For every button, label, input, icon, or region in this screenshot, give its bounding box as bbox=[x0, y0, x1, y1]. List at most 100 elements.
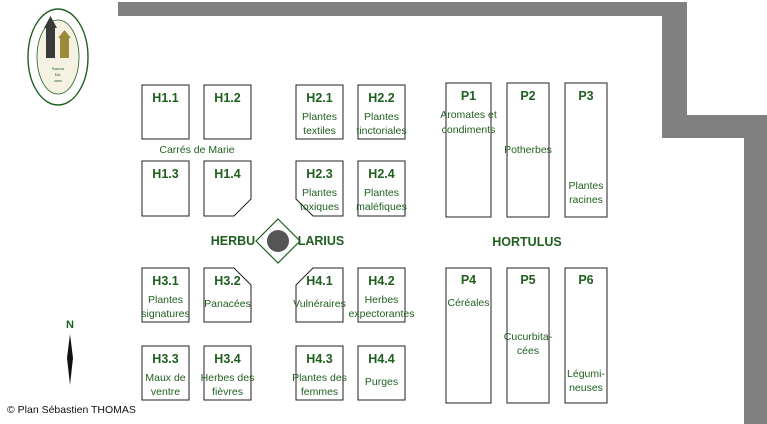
bed-label-line: Herbes bbox=[365, 294, 399, 306]
bed-label-line: Plantes bbox=[364, 187, 399, 199]
bed-outline bbox=[506, 267, 550, 404]
bed-label-line: Purges bbox=[365, 376, 398, 388]
abbey-emblem: Sanctus Ioh. anno bbox=[27, 8, 89, 106]
bed-code: H1.2 bbox=[214, 91, 240, 105]
emblem-inner-line-3: anno bbox=[54, 78, 62, 83]
bed-code: H2.4 bbox=[368, 167, 394, 181]
bed-label-line: maléfiques bbox=[356, 201, 407, 213]
bed-outline bbox=[203, 160, 252, 217]
bed-code: H1.3 bbox=[152, 167, 178, 181]
bed-label-line: Potherbes bbox=[504, 144, 552, 156]
bed-outline bbox=[141, 267, 190, 323]
bed-h1-2: H1.2 bbox=[203, 84, 252, 140]
bed-code: P6 bbox=[578, 273, 593, 287]
north-label: N bbox=[66, 319, 74, 331]
bed-label-line: ventre bbox=[151, 386, 180, 398]
bed-code: H4.3 bbox=[306, 352, 332, 366]
bed-outline bbox=[141, 84, 190, 140]
bed-outline bbox=[445, 267, 492, 404]
bed-label-line: signatures bbox=[141, 308, 189, 320]
bed-h1-3: H1.3 bbox=[141, 160, 190, 217]
bed-code: H2.2 bbox=[368, 91, 394, 105]
north-arrow-icon bbox=[67, 334, 73, 385]
north-arrow: N bbox=[66, 319, 74, 385]
bed-label-line: tinctoriales bbox=[356, 125, 406, 137]
bed-label-line: neuses bbox=[569, 382, 603, 394]
bed-label-line: Aromates et bbox=[440, 109, 497, 121]
wall-notch bbox=[687, 2, 767, 115]
bed-label-line: Plantes bbox=[302, 111, 337, 123]
bed-outline bbox=[203, 345, 252, 401]
herbularius-label-right: LARIUS bbox=[298, 234, 345, 248]
bed-label-line: Maux de bbox=[145, 372, 185, 384]
bed-label-line: Vulnéraires bbox=[293, 298, 346, 310]
fountain-basin bbox=[267, 230, 289, 252]
bed-code: H2.3 bbox=[306, 167, 332, 181]
bed-label-line: Cucurbita- bbox=[504, 331, 553, 343]
bed-label-line: Céréales bbox=[447, 297, 489, 309]
bed-label-line: femmes bbox=[301, 386, 338, 398]
bed-code: H3.1 bbox=[152, 274, 178, 288]
bed-label-line: Plantes bbox=[302, 187, 337, 199]
bed-code: H3.2 bbox=[214, 274, 240, 288]
emblem-inner-line-2: Ioh. bbox=[55, 72, 61, 77]
carres-de-marie-label: Carrés de Marie bbox=[159, 144, 234, 156]
bed-label-line: Légumi- bbox=[567, 368, 605, 380]
bed-code: H1.4 bbox=[214, 167, 240, 181]
bed-code: H4.1 bbox=[306, 274, 332, 288]
bed-code: H4.4 bbox=[368, 352, 394, 366]
bed-label-line: Plantes des bbox=[292, 372, 347, 384]
bed-outline bbox=[203, 267, 252, 323]
bed-h1-4: H1.4 bbox=[203, 160, 252, 217]
bed-outline bbox=[564, 82, 608, 218]
bed-outline bbox=[506, 82, 550, 218]
bed-outline bbox=[295, 345, 344, 401]
bed-label-line: cées bbox=[517, 345, 539, 357]
bed-outline bbox=[203, 84, 252, 140]
bed-label-line: Herbes des bbox=[201, 372, 255, 384]
bed-outline bbox=[564, 267, 608, 404]
bed-outline bbox=[357, 345, 406, 401]
bed-outline bbox=[295, 267, 344, 323]
bed-code: P4 bbox=[461, 273, 476, 287]
bed-outline bbox=[357, 84, 406, 140]
bed-h1-1: H1.1 bbox=[141, 84, 190, 140]
bed-code: P3 bbox=[578, 89, 593, 103]
bed-label-line: racines bbox=[569, 194, 603, 206]
bed-code: P1 bbox=[461, 89, 476, 103]
bed-code: H4.2 bbox=[368, 274, 394, 288]
bed-outline bbox=[295, 84, 344, 140]
herbularius-label-left: HERBU bbox=[211, 234, 255, 248]
bed-label-line: Plantes bbox=[568, 180, 603, 192]
emblem-inner-line-1: Sanctus bbox=[52, 66, 65, 71]
bed-code: P5 bbox=[520, 273, 535, 287]
bed-label-line: fièvres bbox=[212, 386, 243, 398]
bed-label-line: condiments bbox=[442, 124, 496, 136]
bed-outline bbox=[357, 160, 406, 217]
bed-label-line: toxiques bbox=[300, 201, 339, 213]
hortulus-label: HORTULUS bbox=[492, 235, 561, 249]
bed-code: H3.3 bbox=[152, 352, 178, 366]
bed-code: H3.4 bbox=[214, 352, 240, 366]
bed-outline bbox=[357, 267, 406, 323]
bed-code: H2.1 bbox=[306, 91, 332, 105]
plan-credit: © Plan Sébastien THOMAS bbox=[7, 404, 136, 416]
